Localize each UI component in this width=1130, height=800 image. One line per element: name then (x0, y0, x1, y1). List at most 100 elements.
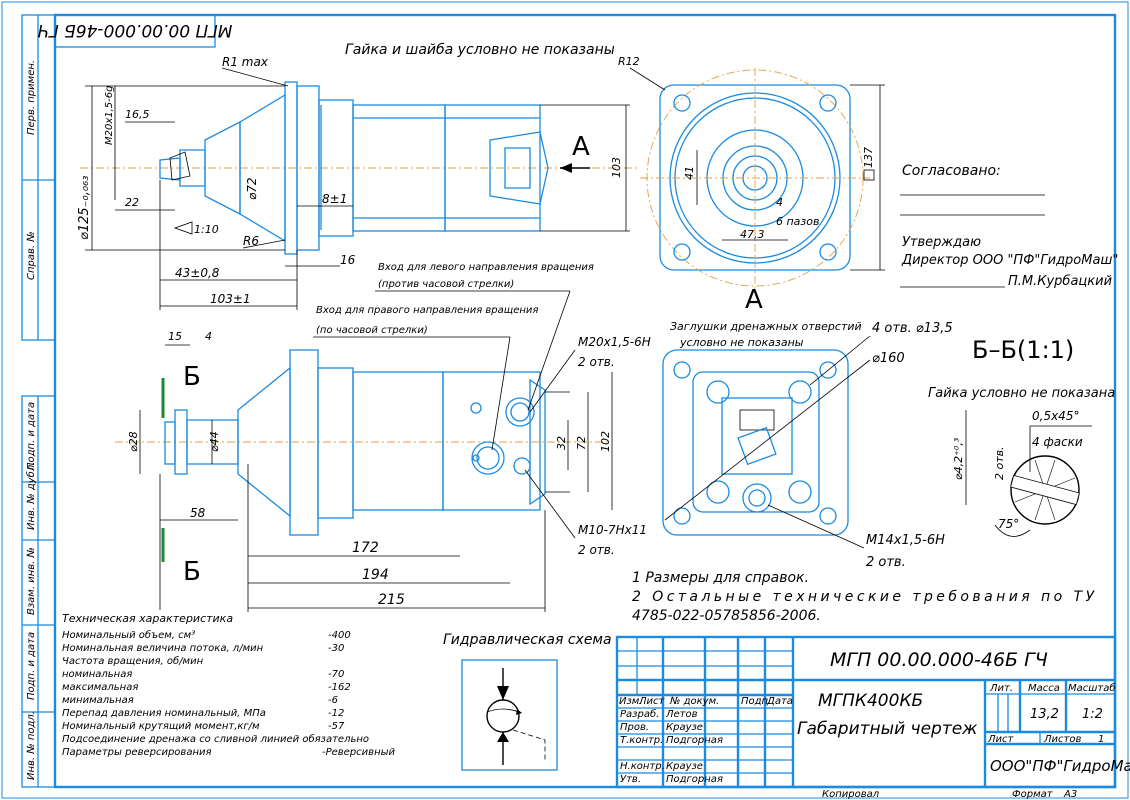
note-agreed: Согласовано: (902, 163, 1001, 179)
dim-d102: 102 (599, 431, 612, 452)
dim-pazov: 6 пазов (776, 215, 820, 228)
note-right-inlet-2: (по часовой стрелки) (316, 325, 428, 336)
tb-mass: 13,2 (1030, 707, 1059, 722)
note-left-inlet-2: (против часовой стрелки) (378, 279, 514, 290)
dim-otv4: 4 отв. ⌀13,5 (872, 321, 953, 336)
dim-d137: 137 (862, 147, 875, 168)
section-bb: Б–Б(1:1) Гайка условно не показана 0,5x4… (928, 336, 1115, 537)
top-view-dimensions: ⌀125₋₀,₀₆₃ M20x1,5-6g 16,5 22 1:10 ⌀72 R… (77, 55, 630, 310)
dim-otv2a: 2 отв. (578, 355, 615, 369)
side-label-1: Перв. примен. (26, 60, 37, 135)
dim-d22: 22 (125, 196, 139, 209)
top-front-view: 137 R12 41 4 6 пазов 47,3 А (618, 55, 885, 315)
tb-role-4: Утв. (620, 774, 641, 785)
dim-r1: R1 max (222, 55, 269, 69)
dim-ch: 0,5x45° (1032, 409, 1079, 423)
drawing-frame (53, 13, 1117, 789)
dim-taper: 1:10 (194, 223, 219, 236)
dim-d72v: 72 (575, 436, 588, 450)
spec-row-9-label: Параметры реверсирования (62, 747, 212, 758)
tb-company: ООО"ПФ"ГидроМаш" (990, 757, 1130, 775)
spec-row-1-label: Номинальная величина потока, л/мин (62, 643, 264, 654)
spec-row-8-label: Подсоединение дренажа со сливной линией … (62, 733, 369, 745)
note-signer: П.М.Курбацкий (1008, 274, 1112, 289)
tb-hdr-0: Изм. (619, 696, 643, 707)
tb-copied: Копировал (822, 789, 880, 800)
note-nut-only: Гайка условно не показана (928, 386, 1115, 401)
dim-d194: 194 (362, 567, 389, 583)
middle-back-view: Заглушки дренажных отверстий условно не … (662, 320, 953, 570)
dim-m20: M20x1,5-6g (104, 86, 115, 146)
tb-role-0: Разраб. (620, 708, 659, 720)
spec-row-6-label: Перепад давления номинальный, МПа (62, 708, 266, 719)
dim-d473: 47,3 (740, 228, 765, 241)
note-approve: Утверждаю (902, 235, 981, 250)
spec-row-3-value: -70 (328, 669, 344, 680)
dim-d4: 4 (776, 196, 783, 209)
rotated-doc-code: МГП 00.00.000-46Б ГЧ (37, 14, 232, 48)
dim-otv2b: 2 отв. (578, 543, 615, 557)
hydraulic-scheme: Гидравлическая схема (443, 632, 612, 771)
view-label-b2: Б (183, 557, 201, 587)
dim-d58: 58 (190, 506, 206, 520)
tb-format: Формат (1012, 789, 1054, 800)
note-left-inlet-1: Вход для левого направления вращения (378, 262, 594, 273)
side-label-6: Подп. и дата (26, 632, 37, 700)
tb-lit: Лит. (989, 683, 1013, 694)
dim-d103v: 103 (610, 157, 623, 178)
title-block: Изм. Лист № докум. Подп. Дата Разраб. Ле… (615, 635, 1130, 800)
view-label-b1: Б (183, 362, 201, 392)
tb-sheet: Лист (987, 734, 1015, 745)
dim-d41: 41 (683, 166, 696, 180)
dim-r6: R6 (243, 234, 259, 248)
tb-name-1: Краузе (666, 722, 703, 733)
spec-row-5-value: -6 (328, 695, 338, 706)
tb-scale: 1:2 (1082, 707, 1103, 722)
dim-otv2d: 2 отв. (993, 446, 1006, 480)
dim-m10: M10-7Hx11 (578, 523, 647, 537)
spec-row-4-value: -162 (328, 682, 351, 693)
spec-row-1-value: -30 (328, 643, 344, 654)
tb-name-4: Подгорная (666, 774, 723, 785)
tb-code: МГП 00.00.000-46Б ГЧ (830, 649, 1048, 671)
spec-row-9-value: -Реверсивный (322, 747, 396, 758)
spec-row-7-value: -57 (328, 721, 345, 732)
dim-d165: 16,5 (125, 108, 150, 121)
dim-d8: 8±1 (322, 192, 347, 206)
tb-role-1: Пров. (620, 722, 649, 733)
tb-hdr-3: Подп. (741, 696, 771, 707)
note-plugs-2: условно не показаны (679, 336, 804, 349)
dim-otv2c: 2 отв. (866, 555, 906, 570)
side-strip: Перв. примен. Справ. № Подп. и дата Инв.… (21, 14, 56, 788)
view-label-section: Б–Б(1:1) (972, 336, 1074, 364)
spec-row-7-label: Номинальный крутящий момент,кг/м (62, 721, 260, 732)
dim-d28: ⌀28 (127, 431, 140, 452)
spec-row-4-label: максимальная (62, 682, 138, 693)
side-label-3: Подп. и дата (26, 402, 37, 470)
view-label-a2: А (745, 285, 763, 315)
tb-name-0: Летов (665, 709, 698, 720)
spec-row-0-label: Номинальный объем, см³ (62, 629, 195, 641)
req-1: 1 Размеры для справок. (632, 570, 809, 586)
side-label-7: Инв. № подл. (26, 711, 37, 780)
dim-d42: ⌀4,2⁺⁰,³ (952, 437, 965, 480)
note-director: Директор ООО "ПФ"ГидроМаш" (901, 253, 1118, 268)
tb-sheets: Листов (1043, 734, 1081, 745)
tb-name1: МГПК400КБ (818, 691, 923, 711)
tb-format-v: А3 (1063, 789, 1077, 800)
dim-d160: ⌀160 (872, 351, 905, 366)
dim-a75: 75° (998, 517, 1019, 531)
dim-d125: ⌀125₋₀,₀₆₃ (77, 176, 92, 240)
spec-table: Техническая характеристика Номинальный о… (62, 612, 396, 758)
dim-fac: 4 фаски (1032, 435, 1083, 449)
dim-d172: 172 (352, 540, 379, 556)
spec-title: Техническая характеристика (62, 612, 233, 625)
dim-d4b: 4 (205, 330, 212, 343)
tb-hdr-4: Дата (766, 696, 793, 707)
approval-block: Согласовано: Утверждаю Директор ООО "ПФ"… (900, 163, 1118, 289)
tb-name2: Габаритный чертеж (797, 719, 978, 739)
side-label-2: Справ. № (26, 231, 37, 280)
req-2: 2 Остальные технические требования по ТУ (632, 589, 1095, 605)
top-side-view (80, 81, 640, 255)
